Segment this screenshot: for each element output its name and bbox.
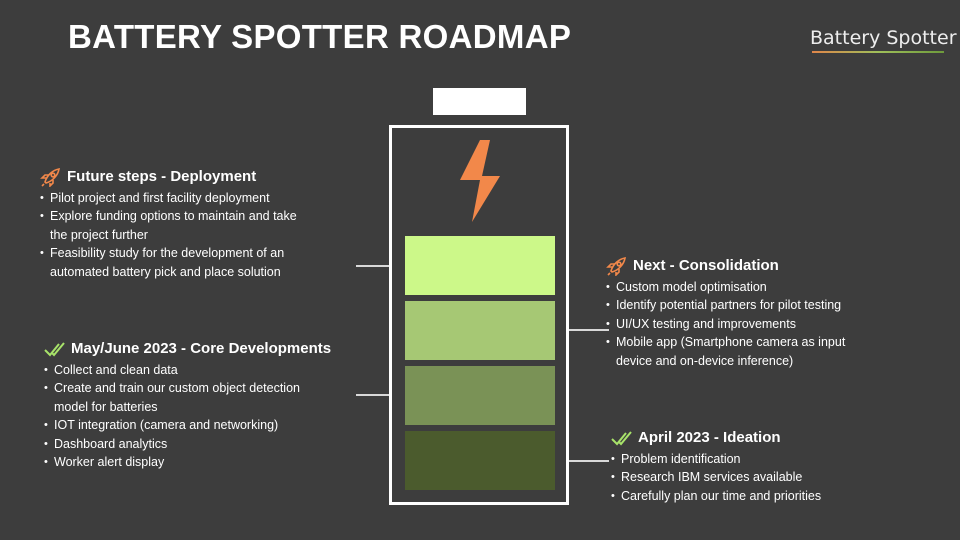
heading-text: April 2023 - Ideation xyxy=(638,429,781,446)
heading-text: Future steps - Deployment xyxy=(67,168,257,185)
list-item: UI/UX testing and improvements xyxy=(606,315,845,334)
list-item: Research IBM services available xyxy=(611,468,821,487)
rocket-icon xyxy=(606,256,628,277)
battery-cell-1 xyxy=(405,236,555,295)
list-item: IOT integration (camera and networking) xyxy=(44,416,331,435)
heading-text: May/June 2023 - Core Developments xyxy=(71,340,332,357)
section-heading: May/June 2023 - Core Developments xyxy=(44,339,331,359)
list-item: Collect and clean data xyxy=(44,361,331,380)
check-icon xyxy=(611,428,633,448)
section-heading: Next - Consolidation xyxy=(606,256,845,277)
list-item: Custom model optimisation xyxy=(606,278,845,297)
lightning-bolt-icon xyxy=(460,140,500,222)
battery-cell-2 xyxy=(405,301,555,360)
logo-underline xyxy=(812,51,944,53)
battery-cell-3 xyxy=(405,366,555,425)
brand-logo: Battery Spotter xyxy=(810,27,957,49)
page-title: BATTERY SPOTTER ROADMAP xyxy=(68,18,572,55)
list-item: Dashboard analytics xyxy=(44,435,331,454)
list-item: Pilot project and first facility deploym… xyxy=(40,189,297,208)
section-core-developments: May/June 2023 - Core Developments Collec… xyxy=(44,339,331,472)
section-ideation: April 2023 - Ideation Problem identifica… xyxy=(611,428,821,506)
connector-ideation xyxy=(569,460,609,462)
rocket-icon xyxy=(40,167,62,188)
section-future-steps: Future steps - Deployment Pilot project … xyxy=(40,167,297,281)
list-item: Feasibility study for the development of… xyxy=(40,244,297,281)
section-heading: Future steps - Deployment xyxy=(40,167,297,188)
section-next-consolidation: Next - Consolidation Custom model optimi… xyxy=(606,256,845,370)
check-icon xyxy=(44,339,66,359)
list-item: Identify potential partners for pilot te… xyxy=(606,296,845,315)
list-item: Problem identification xyxy=(611,450,821,469)
battery-outline xyxy=(389,125,569,505)
list-item: Worker alert display xyxy=(44,453,331,472)
connector-next xyxy=(569,329,609,331)
list-item: Mobile app (Smartphone camera as inputde… xyxy=(606,333,845,370)
heading-text: Next - Consolidation xyxy=(633,257,779,274)
list-item: Create and train our custom object detec… xyxy=(44,379,331,416)
list-item: Carefully plan our time and priorities xyxy=(611,487,821,506)
battery-cell-4 xyxy=(405,431,555,490)
connector-future xyxy=(356,265,389,267)
battery-terminal xyxy=(433,88,526,115)
connector-core xyxy=(356,394,389,396)
list-item: Explore funding options to maintain and … xyxy=(40,207,297,244)
section-heading: April 2023 - Ideation xyxy=(611,428,821,448)
